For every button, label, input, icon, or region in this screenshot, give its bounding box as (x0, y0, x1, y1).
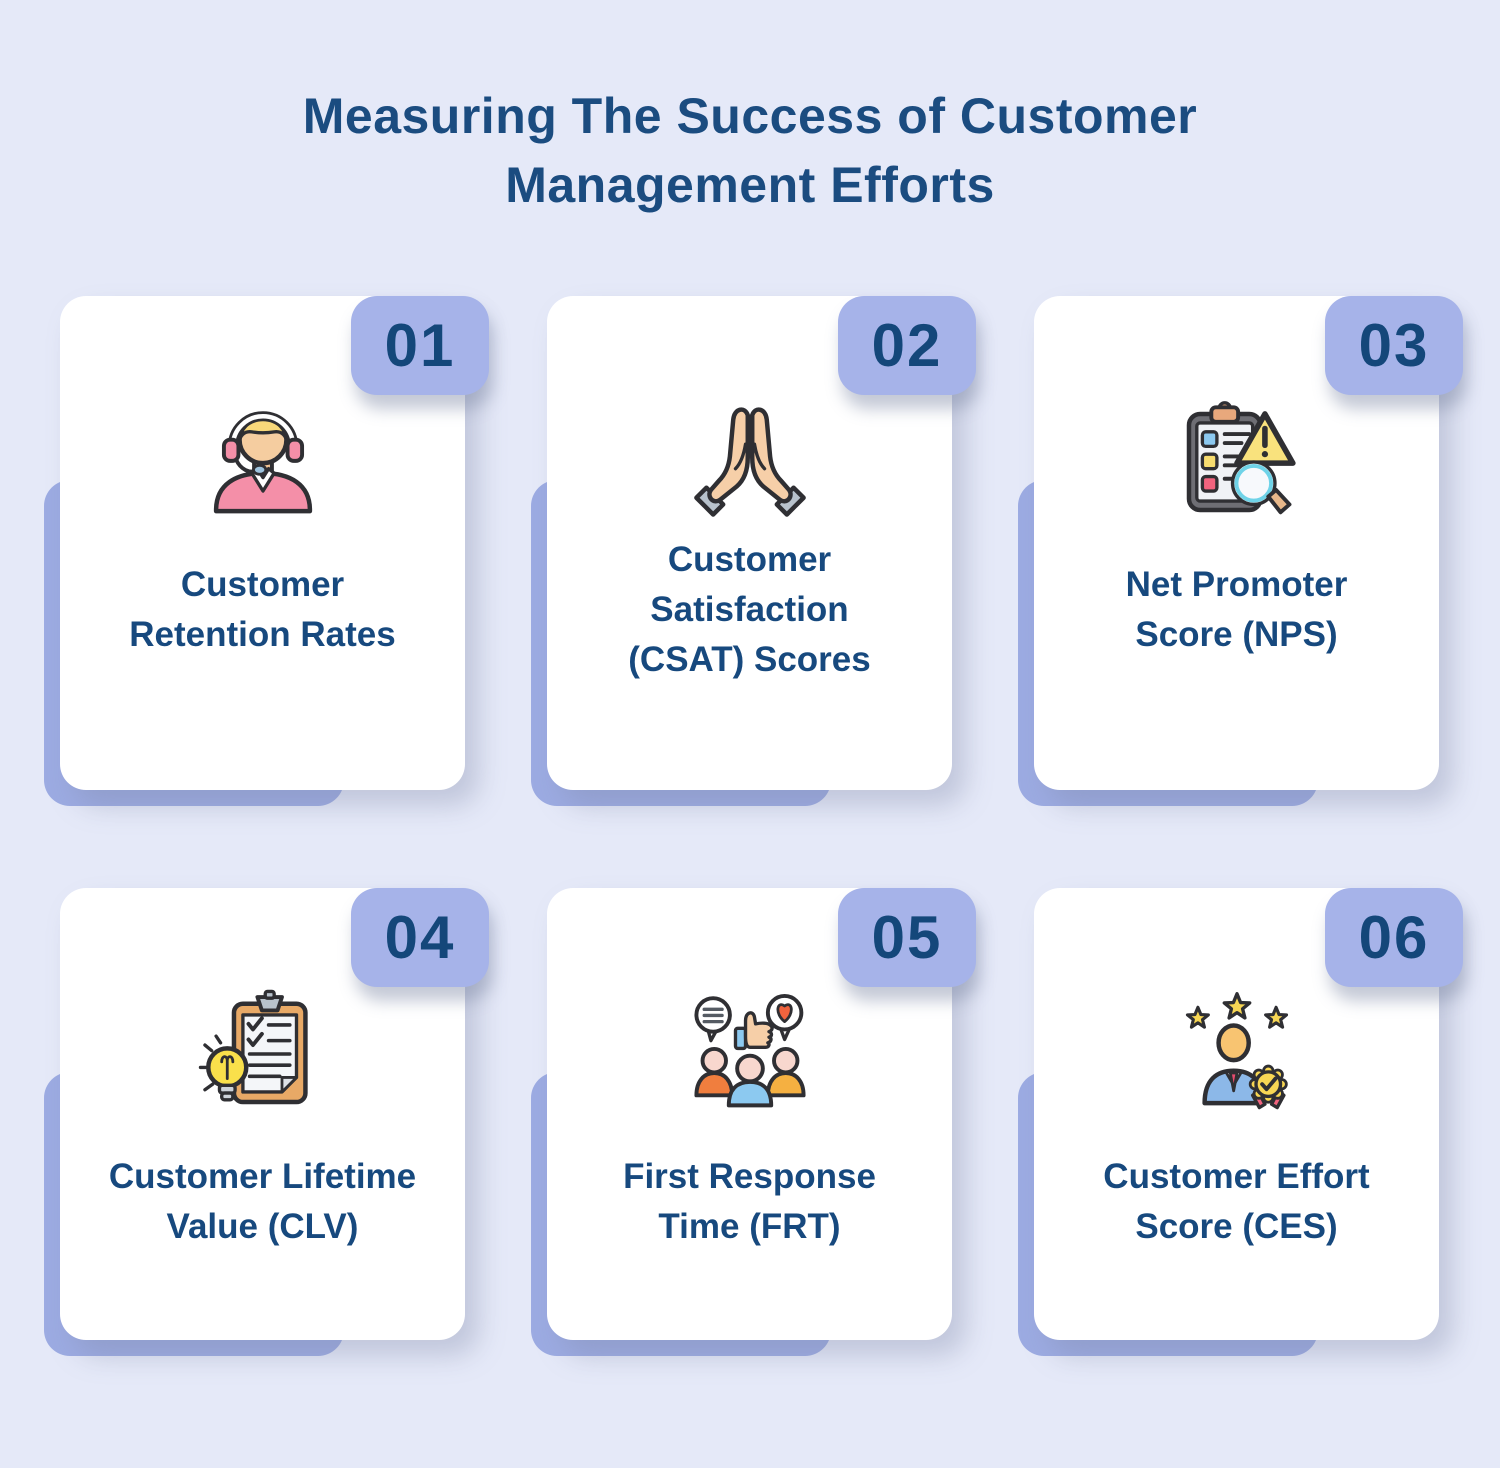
card-net-promoter-score: 03 (1018, 296, 1463, 806)
card-number: 01 (384, 312, 456, 379)
praying-hands-icon (547, 392, 952, 532)
headset-agent-icon (60, 392, 465, 532)
card-first-response-time: 05 (531, 888, 976, 1356)
card-customer-lifetime-value: 04 (44, 888, 489, 1356)
card-surface: 04 (60, 888, 489, 1340)
clipboard-lightbulb-icon (60, 984, 465, 1124)
card-label: Customer Lifetime Value (CLV) (108, 1157, 417, 1246)
person-stars-badge-icon (1185, 992, 1288, 1110)
card-label: Net Promoter Score (NPS) (1125, 565, 1348, 654)
person-stars-badge-icon (1034, 984, 1439, 1124)
clipboard-lightbulb-icon (198, 989, 308, 1105)
headset-agent-icon (213, 411, 312, 514)
card-number: 03 (1358, 312, 1430, 379)
card-label: Customer Effort Score (CES) (1103, 1157, 1370, 1246)
card-number: 02 (871, 312, 943, 379)
people-feedback-icon (547, 984, 952, 1124)
card-customer-effort-score: 06 (1018, 888, 1463, 1356)
clipboard-warning-magnifier-icon (1186, 401, 1296, 515)
card-surface: 01 (60, 296, 489, 790)
card-number: 04 (384, 904, 456, 971)
card-number-badge: 03 (1325, 296, 1463, 395)
card-surface: 06 (1034, 888, 1463, 1340)
card-number-badge: 02 (838, 296, 976, 395)
card-number-badge: 05 (838, 888, 976, 987)
card-surface: 05 (547, 888, 976, 1340)
card-surface: 02 Customer Satisfaction (C (547, 296, 976, 790)
card-customer-satisfaction-csat: 02 Customer Satisfaction (C (531, 296, 976, 806)
people-feedback-icon (693, 993, 806, 1108)
card-number-badge: 04 (351, 888, 489, 987)
card-number-badge: 01 (351, 296, 489, 395)
page-title: Measuring The Success of Customer Manage… (302, 88, 1198, 213)
card-customer-retention-rates: 01 (44, 296, 489, 806)
card-label: Customer Retention Rates (129, 565, 396, 654)
card-label: Customer Satisfaction (CSAT) Scores (628, 540, 871, 679)
card-number-badge: 06 (1325, 888, 1463, 987)
card-number: 05 (871, 904, 943, 971)
card-label: First Response Time (FRT) (623, 1157, 876, 1246)
card-surface: 03 (1034, 296, 1463, 790)
praying-hands-icon (693, 407, 806, 517)
cards-grid: 01 (44, 296, 1463, 1356)
clipboard-warning-magnifier-icon (1034, 392, 1439, 532)
card-number: 06 (1358, 904, 1430, 971)
